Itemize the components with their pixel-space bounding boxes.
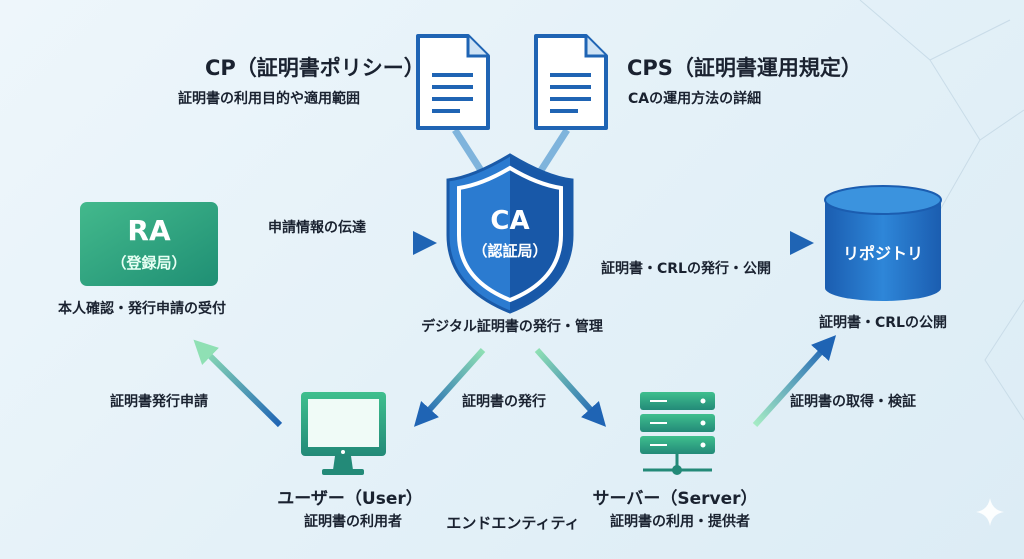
server-subtitle: 証明書の利用・提供者 bbox=[610, 514, 750, 530]
repository-caption: 証明書・CRLの公開 bbox=[819, 315, 947, 331]
label-ra-to-ca: 申請情報の伝達 bbox=[268, 220, 366, 236]
cps-subtitle: CAの運用方法の詳細 bbox=[628, 91, 762, 107]
label-ca-to-repository: 証明書・CRLの発行・公開 bbox=[601, 261, 771, 277]
ca-role: （認証局） bbox=[472, 242, 548, 260]
cps-document-icon bbox=[534, 34, 608, 130]
label-user-to-ra: 証明書発行申請 bbox=[110, 394, 208, 410]
ca-name: CA bbox=[490, 206, 530, 236]
server-title: サーバー（Server） bbox=[592, 489, 758, 509]
ra-box bbox=[80, 202, 218, 286]
ra-name: RA bbox=[127, 214, 171, 247]
server-rack-icon bbox=[640, 392, 715, 475]
cp-subtitle: 証明書の利用目的や適用範囲 bbox=[178, 91, 360, 107]
cp-connector-line bbox=[452, 128, 485, 174]
ca-caption: デジタル証明書の発行・管理 bbox=[421, 319, 603, 335]
ra-role: （登録局） bbox=[111, 254, 187, 272]
background-network-decoration bbox=[859, 0, 1024, 421]
cps-connector-line bbox=[537, 128, 570, 174]
repository-database-icon bbox=[824, 185, 942, 301]
label-ca-to-end-entity: 証明書の発行 bbox=[462, 394, 546, 410]
label-server-to-repository: 証明書の取得・検証 bbox=[790, 394, 916, 410]
ra-caption: 本人確認・発行申請の受付 bbox=[58, 301, 226, 317]
user-monitor-icon bbox=[301, 392, 386, 475]
cps-title: CPS（証明書運用規定） bbox=[627, 56, 862, 80]
sparkle-icon bbox=[976, 498, 1004, 526]
ca-shield-icon bbox=[446, 153, 574, 314]
arrow-ca-to-server bbox=[534, 347, 607, 427]
arrow-ca-to-user bbox=[413, 347, 486, 427]
cp-document-icon bbox=[416, 34, 490, 130]
arrow-server-to-repository bbox=[752, 335, 837, 428]
user-subtitle: 証明書の利用者 bbox=[304, 514, 402, 530]
cp-title: CP（証明書ポリシー） bbox=[205, 56, 425, 80]
user-title: ユーザー（User） bbox=[277, 489, 423, 509]
repository-name: リポジトリ bbox=[842, 244, 924, 263]
end-entity-label: エンドエンティティ bbox=[446, 514, 580, 532]
arrow-user-to-ra bbox=[193, 339, 283, 428]
